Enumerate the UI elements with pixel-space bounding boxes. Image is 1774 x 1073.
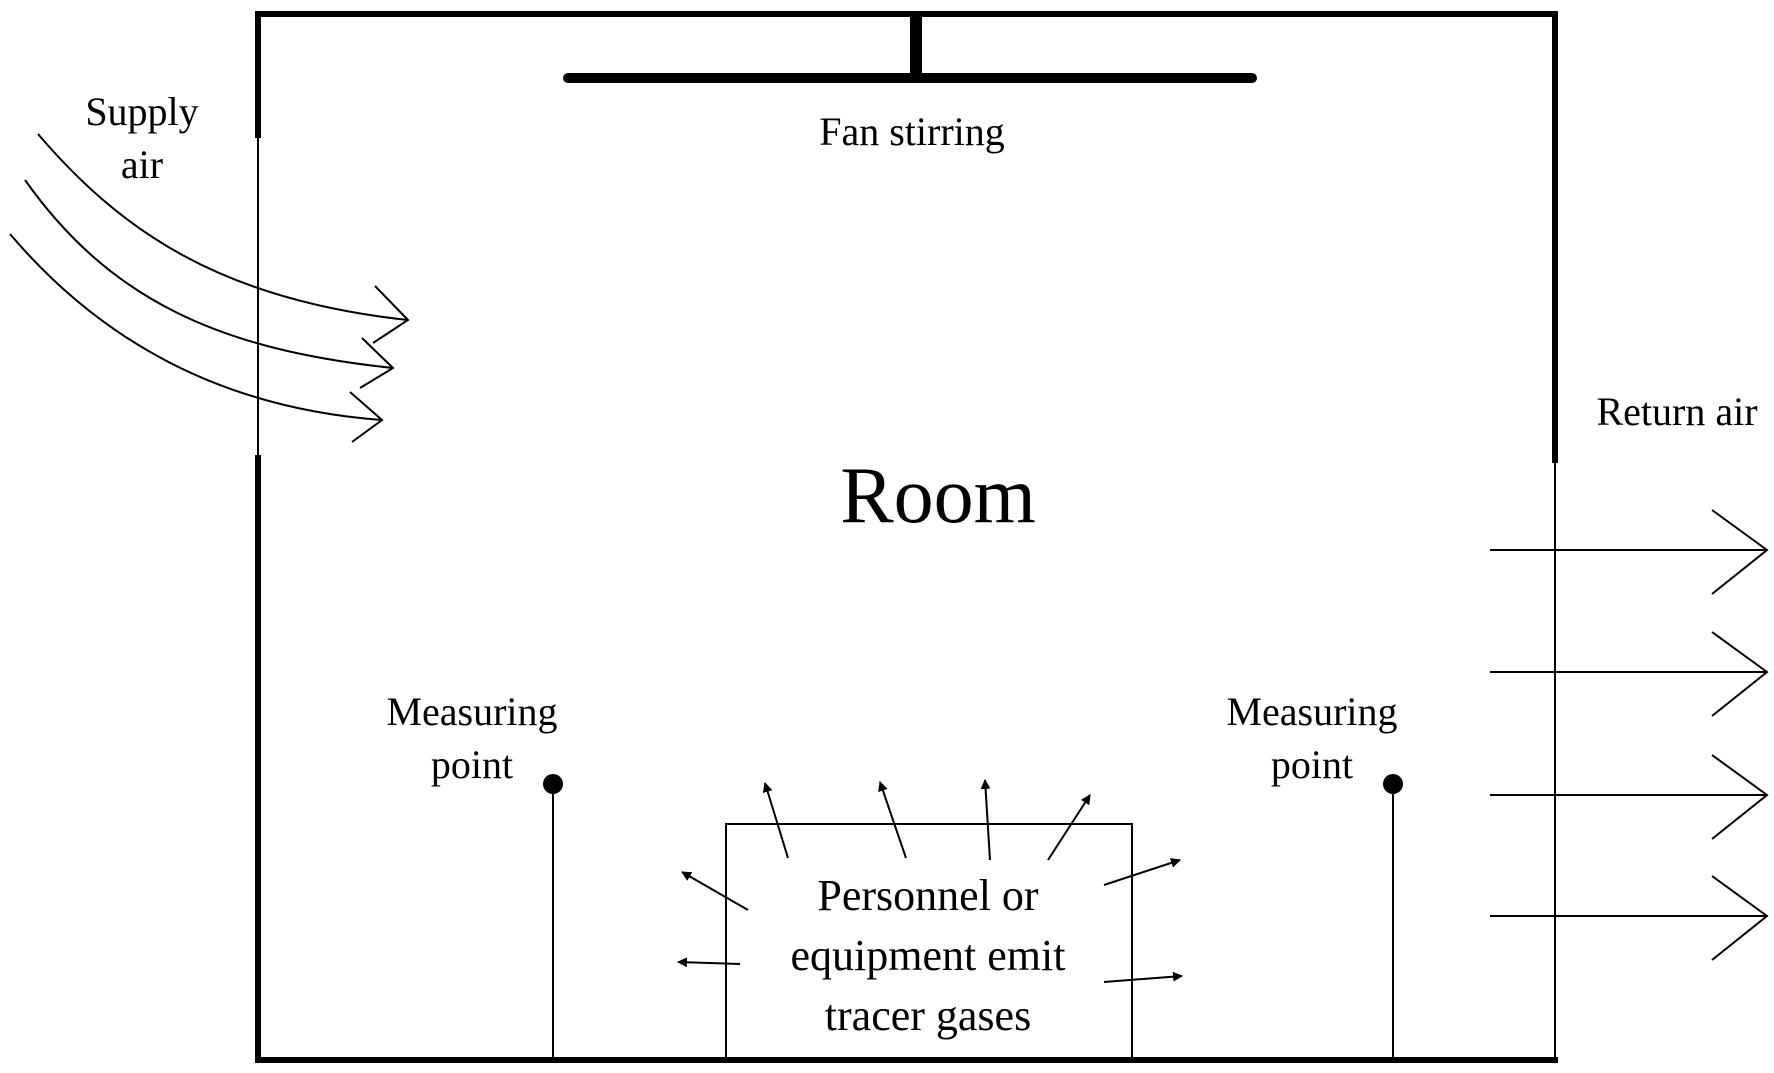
source-label-line3: tracer gases: [825, 991, 1031, 1040]
measuring-point-left-dot: [543, 774, 563, 794]
emit-arrow-1: [762, 782, 789, 859]
room-label: Room: [840, 452, 1036, 540]
return-air-arrows: [1490, 509, 1769, 961]
emit-arrow-8: [1103, 971, 1183, 983]
supply-arrow-3: [9, 233, 383, 421]
supply-arrow-head-3: [349, 391, 384, 443]
measuring-point-left: [543, 774, 563, 1060]
return-air-label: Return air: [1596, 389, 1757, 434]
emit-arrow-7: [677, 957, 741, 968]
return-arrow-head-3: [1711, 754, 1769, 840]
measuring-point-right: [1383, 774, 1403, 1060]
supply-arrow-head-2: [359, 337, 395, 389]
emit-arrow-5: [681, 871, 749, 911]
emit-arrow-2: [878, 781, 907, 859]
emit-arrow-6: [1103, 858, 1181, 886]
fan-label: Fan stirring: [819, 109, 1005, 154]
fan: [563, 14, 1257, 83]
return-arrow-head-2: [1711, 631, 1769, 717]
emission-arrows: [677, 779, 1183, 983]
supply-air-label-line1: Supply: [85, 89, 198, 134]
emit-arrow-4: [1047, 794, 1091, 861]
measuring-right-line2: point: [1271, 742, 1353, 787]
emit-arrow-3: [980, 779, 991, 861]
measuring-left-line2: point: [431, 742, 513, 787]
measuring-point-right-dot: [1383, 774, 1403, 794]
source-label-line1: Personnel or: [817, 871, 1039, 920]
supply-arrow-head-1: [372, 285, 410, 344]
supply-arrow-1: [37, 133, 409, 321]
source-label-line2: equipment emit: [791, 931, 1066, 980]
tracer-source-box: [725, 823, 1133, 1061]
supply-air-label-line2: air: [121, 142, 163, 187]
return-arrow-head-4: [1711, 875, 1769, 961]
supply-air-arrows: [9, 133, 410, 443]
return-arrow-head-1: [1711, 509, 1769, 595]
measuring-right-line1: Measuring: [1226, 689, 1397, 734]
measuring-left-line1: Measuring: [386, 689, 557, 734]
supply-arrow-2: [24, 179, 394, 369]
